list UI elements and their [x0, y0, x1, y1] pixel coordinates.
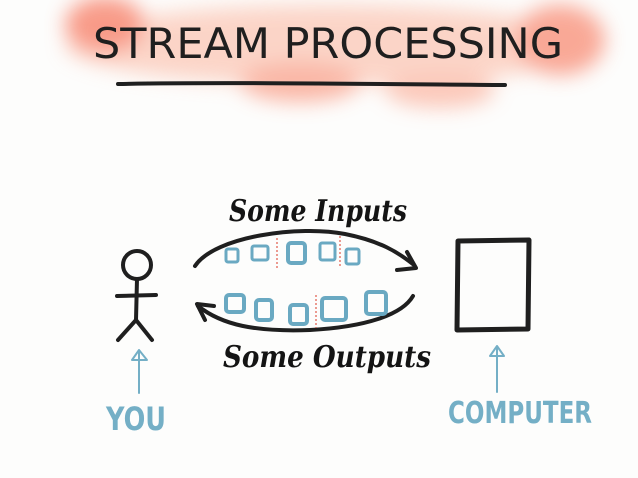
computer-box-icon — [454, 237, 532, 333]
title-underline — [116, 81, 507, 87]
input-item — [250, 244, 270, 262]
title-highlight — [65, 0, 605, 108]
output-item — [224, 293, 246, 314]
outputs-label: Some Outputs — [223, 340, 431, 375]
output-item — [254, 298, 274, 322]
inputs-arrow — [193, 228, 418, 272]
inputs-label: Some Inputs — [229, 194, 407, 229]
input-item — [224, 247, 240, 264]
stick-figure-icon — [115, 249, 158, 342]
up-arrow-icon — [489, 345, 505, 393]
input-item — [286, 241, 307, 265]
input-item — [344, 247, 361, 266]
output-item — [288, 303, 309, 326]
output-item — [364, 290, 388, 316]
input-item — [318, 241, 337, 262]
input-items — [224, 241, 361, 266]
output-items — [224, 290, 388, 326]
computer-label: COMPUTER — [448, 396, 592, 431]
up-arrow-icon — [131, 349, 148, 394]
input-dividers — [276, 236, 341, 268]
you-label: YOU — [105, 400, 166, 438]
output-item — [320, 296, 348, 322]
page-title: STREAM PROCESSING — [93, 19, 563, 68]
outputs-arrow — [195, 294, 415, 333]
